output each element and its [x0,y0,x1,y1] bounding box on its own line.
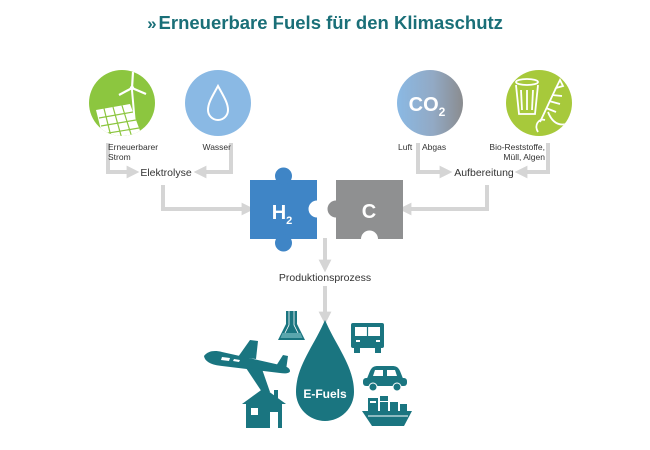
bio-label-line1: Bio-Reststoffe, [489,142,545,152]
h2-subscript: 2 [286,215,292,227]
h2-text: H [272,202,286,224]
arrow-bio-to-aufbereitung [514,143,550,179]
c-puzzle-piece: C [327,180,403,248]
arrow-wasser-to-elektrolyse [193,143,233,179]
produktionsprozess-label: Produktionsprozess [279,272,371,284]
svg-text:CO2: CO2 [409,94,446,119]
connector-arrows [106,143,550,325]
arrow-elektrolyse-to-h2 [161,185,255,216]
arrow-strom-to-elektrolyse [106,143,140,179]
arrow-aufbereitung-to-c [398,185,489,216]
co2-text: CO [409,94,439,116]
waste-bin-icon [506,70,572,136]
elektrolyse-label: Elektrolyse [140,167,192,179]
strom-label-line1: Erneuerbarer [108,142,158,152]
e-fuels-label: E-Fuels [303,387,347,401]
diagram-title: »Erneuerbare Fuels für den Klimaschutz [0,12,650,34]
diagram-title-text: Erneuerbare Fuels für den Klimaschutz [158,12,503,33]
solar-wind-icon [89,70,155,136]
c-text: C [362,201,376,223]
svg-text:H2: H2 [272,202,293,227]
aufbereitung-label: Aufbereitung [454,167,514,179]
flask-icon [278,311,305,340]
airplane-icon [204,340,290,392]
co2-subscript: 2 [439,105,446,119]
house-icon [242,388,286,428]
car-icon [363,366,407,392]
title-chevron: » [147,14,157,33]
e-fuels-drop: E-Fuels [296,320,354,421]
strom-label-line2: Strom [108,152,131,162]
arrow-luft-to-aufbereitung [416,143,453,179]
abgas-label: Abgas [422,142,446,152]
luft-label: Luft [398,142,413,152]
h2-puzzle-piece: H2 [250,167,326,252]
bio-label-line2: Müll, Algen [503,152,545,162]
co2-icon: CO2 [397,70,463,136]
ship-icon [362,396,412,426]
water-drop-icon [185,70,251,136]
wasser-label: Wasser [203,142,232,152]
truck-icon [351,323,384,353]
